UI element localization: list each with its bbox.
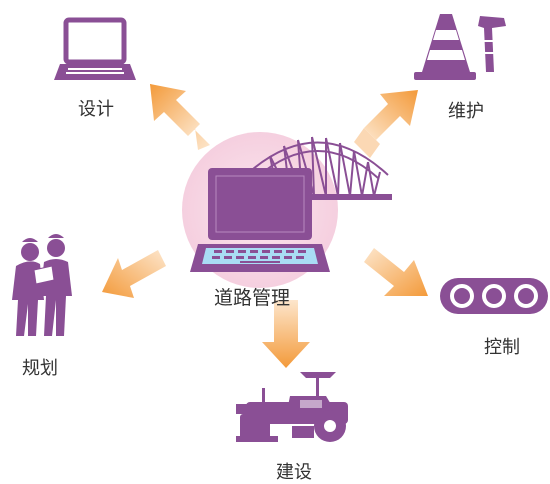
arrow-to-control: [364, 248, 428, 296]
node-label-planning: 规划: [22, 358, 58, 379]
laptop-icon: [54, 17, 136, 80]
road-roller-icon: [236, 372, 348, 442]
arrow-to-construction: [262, 300, 310, 368]
arrow-to-planning: [102, 250, 166, 298]
traffic-cone-hammer-icon: [414, 14, 506, 80]
node-label-control: 控制: [484, 337, 520, 358]
laptop-bridge-icon: [190, 136, 392, 272]
node-label-maintenance: 维护: [448, 101, 484, 122]
node-label-construction: 建设: [276, 462, 312, 483]
traffic-light-icon: [440, 278, 548, 314]
arrow-to-maintenance: [354, 90, 418, 158]
arrow-to-design: [150, 84, 210, 150]
center-label: 道路管理: [214, 287, 291, 309]
node-label-design: 设计: [78, 99, 114, 120]
workers-blueprint-icon: [12, 234, 72, 336]
